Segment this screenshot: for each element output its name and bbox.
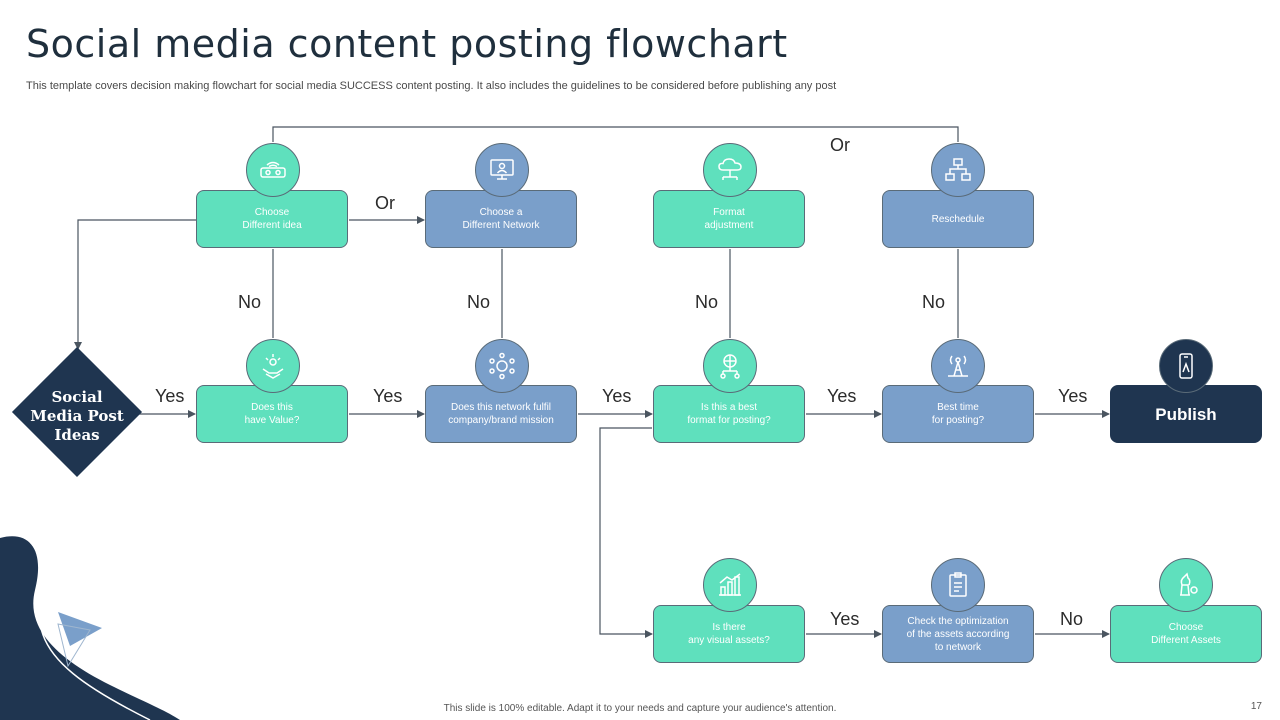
- idea-hand-icon: [246, 339, 300, 393]
- edge-label-no: No: [238, 292, 262, 312]
- node-choose-different-assets: Choose Different Assets: [1110, 605, 1262, 663]
- node-format-adjustment: Format adjustment: [653, 190, 805, 248]
- node-choose-different-idea: Choose Different idea: [196, 190, 348, 248]
- node-publish: Publish: [1110, 385, 1262, 443]
- globe-share-icon: [703, 339, 757, 393]
- edge-label-no: No: [922, 292, 946, 312]
- edge-label-or: Or: [375, 193, 395, 213]
- page-number: 17: [1250, 701, 1262, 712]
- network-nodes-icon: [931, 143, 985, 197]
- cloud-network-icon: [703, 143, 757, 197]
- vr-headset-icon: [246, 143, 300, 197]
- edge-label-yes: Yes: [827, 386, 857, 406]
- smartphone-icon: [1159, 339, 1213, 393]
- clipboard-icon: [931, 558, 985, 612]
- node-fulfil-mission: Does this network fulfil company/brand m…: [425, 385, 577, 443]
- bar-chart-icon: [703, 558, 757, 612]
- decorative-swoosh: [0, 536, 180, 720]
- chess-puzzle-icon: [1159, 558, 1213, 612]
- node-best-format: Is this a best format for posting?: [653, 385, 805, 443]
- node-reschedule: Reschedule: [882, 190, 1034, 248]
- edge-label-no: No: [467, 292, 491, 312]
- edge-label-yes: Yes: [1058, 386, 1088, 406]
- monitor-user-icon: [475, 143, 529, 197]
- edge-label-no: No: [695, 292, 719, 312]
- edge-label-yes: Yes: [155, 386, 185, 406]
- page-title: Social media content posting flowchart: [26, 22, 788, 66]
- footer-note: This slide is 100% editable. Adapt it to…: [443, 703, 837, 714]
- node-check-optimization: Check the optimization of the assets acc…: [882, 605, 1034, 663]
- node-visual-assets: Is there any visual assets?: [653, 605, 805, 663]
- edge-label-or: Or: [830, 135, 850, 155]
- node-choose-different-network: Choose a Different Network: [425, 190, 577, 248]
- edge-label-yes: Yes: [373, 386, 403, 406]
- network-globe-icon: [475, 339, 529, 393]
- signal-tower-icon: [931, 339, 985, 393]
- node-best-time: Best time for posting?: [882, 385, 1034, 443]
- edge-label-yes: Yes: [602, 386, 632, 406]
- edge-label-yes: Yes: [830, 609, 860, 629]
- edge-label-no: No: [1060, 609, 1084, 629]
- page-subtitle: This template covers decision making flo…: [26, 80, 837, 92]
- node-has-value: Does this have Value?: [196, 385, 348, 443]
- start-node-label: Social Media Post Ideas: [30, 388, 124, 444]
